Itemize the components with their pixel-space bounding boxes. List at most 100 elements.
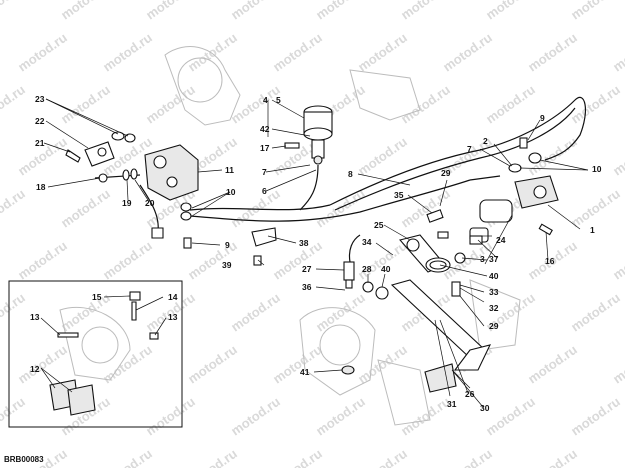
watermark-text: motod.ru [100,446,155,468]
watermark-text: motod.ru [610,30,625,75]
bracket-22 [84,141,115,167]
watermark-text: motod.ru [228,290,283,335]
callout-20: 20 [145,198,155,208]
callout-7a: 7 [262,167,267,177]
watermark-text: motod.ru [0,0,28,22]
callout-14: 14 [168,292,178,302]
watermark-text: motod.ru [143,394,198,439]
watermark-text: motod.ru [440,30,495,75]
watermark-text: motod.ru [525,30,580,75]
watermark-text: motod.ru [398,394,453,439]
watermark-text: motod.ru [483,82,538,127]
watermark-text: motod.ru [0,394,28,439]
callout-42: 42 [260,124,270,134]
callout-1: 1 [590,225,595,235]
callout-26: 26 [465,389,475,399]
callout-7b: 7 [467,144,472,154]
callout-33: 33 [489,287,499,297]
callout-27: 27 [302,264,312,274]
callout-6: 6 [262,186,267,196]
watermark-text: motod.ru [610,446,625,468]
watermark-text: motod.ru [100,238,155,283]
rear-master-cylinder [426,175,559,243]
watermark-text: motod.ru [355,134,410,179]
watermark-text: motod.ru [355,30,410,75]
watermark-text: motod.ru [185,446,240,468]
callout-39: 39 [222,260,232,270]
callout-31: 31 [447,399,457,409]
watermark-text: motod.ru [610,238,625,283]
callout-12: 12 [30,364,40,374]
callout-40b: 40 [489,271,499,281]
callout-35: 35 [394,190,404,200]
callout-17: 17 [260,143,270,153]
callout-21: 21 [35,138,45,148]
watermark-text: motod.ru [568,290,623,335]
watermark-text: motod.ru [440,446,495,468]
watermark-text: motod.ru [313,290,368,335]
watermark-text: motod.ru [398,82,453,127]
callout-8: 8 [348,169,353,179]
watermark-text: motod.ru [525,446,580,468]
watermark-text: motod.ru [525,342,580,387]
watermark-text: motod.ru [568,82,623,127]
bolt-9-left [183,237,192,249]
watermark-text: motod.ru [313,0,368,22]
washers-19-20 [122,168,138,181]
small-fittings-23 [111,131,136,143]
nut-41 [341,365,355,375]
watermark-text: motod.ru [355,446,410,468]
watermark-text: motod.ru [0,186,28,231]
callout-29b: 29 [489,321,499,331]
callout-38: 38 [299,238,309,248]
watermark-text: motod.ru [270,342,325,387]
callout-25: 25 [374,220,384,230]
watermark-text: motod.ru [100,30,155,75]
watermark-text: motod.ru [398,0,453,22]
callout-30: 30 [480,403,490,413]
watermark-text: motod.ru [610,342,625,387]
callout-5: 5 [276,95,281,105]
callout-3: 3 [480,254,485,264]
callout-19: 19 [122,198,132,208]
callout-13a: 13 [30,312,40,322]
bracket-38 [251,227,277,247]
callout-22: 22 [35,116,45,126]
watermark-text: motod.ru [270,30,325,75]
callout-36: 36 [302,282,312,292]
callout-10a: 10 [226,187,236,197]
callout-18: 18 [36,182,46,192]
callout-40a: 40 [381,264,391,274]
watermark-text: motod.ru [483,394,538,439]
callout-9b: 9 [540,113,545,123]
bolt-32-37 [451,235,483,297]
watermark-text: motod.ru [185,342,240,387]
callout-2: 2 [483,136,488,146]
watermark-text: motod.ru [355,342,410,387]
watermark-text: motod.ru [143,0,198,22]
watermark-text: motod.ru [568,0,623,22]
watermark-text: motod.ru [0,290,28,335]
watermark-text: motod.ru [15,342,70,387]
watermark-text: motod.ru [15,238,70,283]
callout-23: 23 [35,94,45,104]
watermark-text: motod.ru [15,30,70,75]
callout-9a: 9 [225,240,230,250]
callout-16: 16 [545,256,555,266]
watermark-text: motod.ru [228,0,283,22]
callout-34: 34 [362,237,372,247]
engine-ghost-outline [164,46,521,426]
callout-11: 11 [225,165,234,175]
watermark-text: motod.ru [270,446,325,468]
bolt-17 [284,142,300,149]
watermark-text: motod.ru [58,82,113,127]
callout-13b: 13 [168,312,178,322]
inset-box [8,280,183,428]
front-pump-body [144,144,199,201]
spring-33 [425,257,451,273]
watermark-text: motod.ru [568,186,623,231]
watermark-text: motod.ru [313,394,368,439]
brake-switch-27 [343,234,361,289]
